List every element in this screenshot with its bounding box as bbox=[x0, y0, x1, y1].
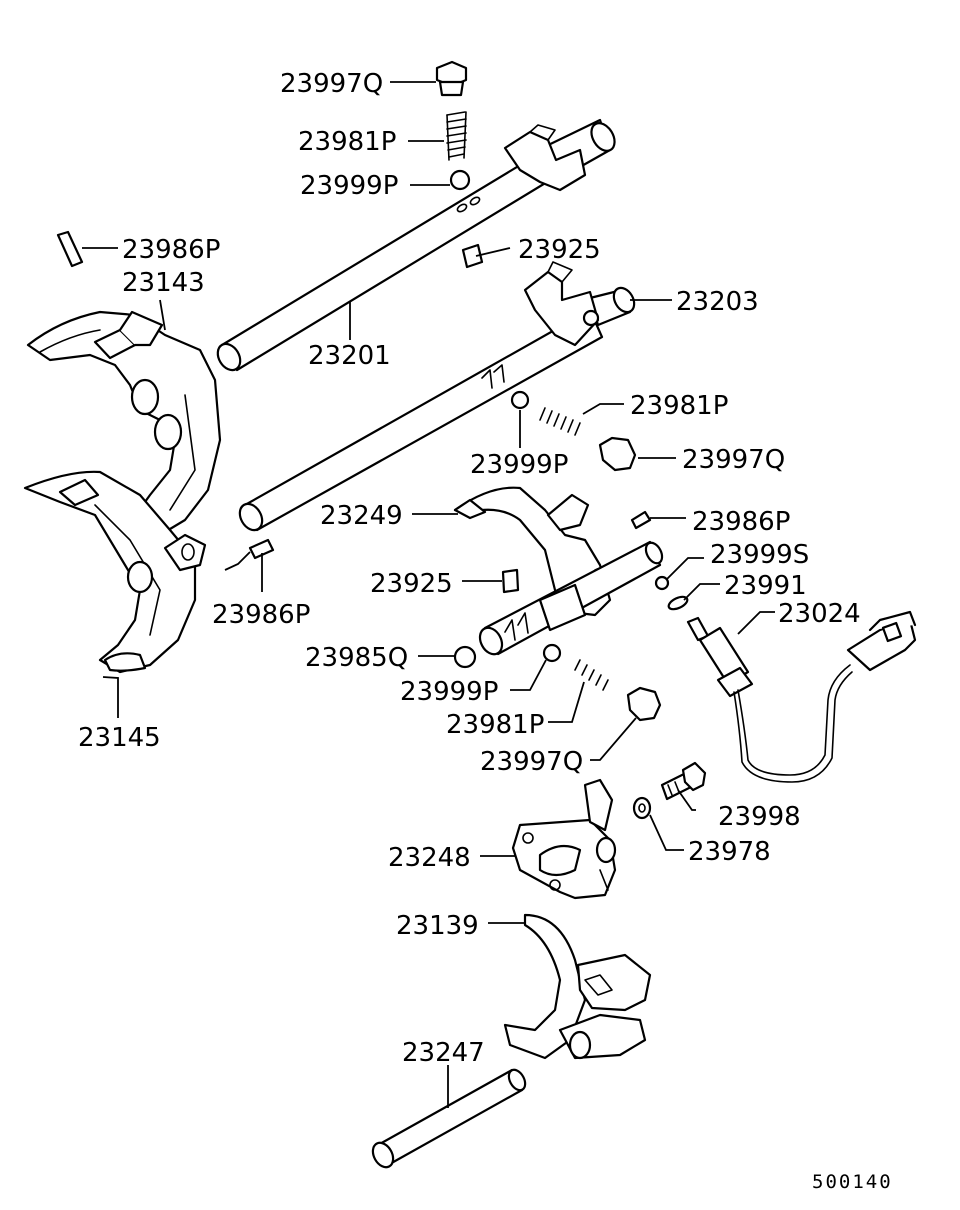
pin-23986p-right bbox=[630, 510, 652, 530]
ball-23999s bbox=[654, 575, 670, 591]
label-23997q-mid: 23997Q bbox=[682, 445, 785, 475]
switch-23024 bbox=[686, 610, 917, 783]
reference-code: 500140 bbox=[812, 1171, 893, 1193]
label-23997q-top: 23997Q bbox=[280, 69, 383, 99]
label-23925-mid: 23925 bbox=[370, 569, 453, 599]
shift-fork-23145 bbox=[23, 470, 275, 674]
label-23139: 23139 bbox=[396, 911, 479, 941]
label-23997q-low: 23997Q bbox=[480, 747, 583, 777]
label-23998: 23998 bbox=[718, 802, 801, 832]
washer-23978 bbox=[632, 796, 652, 820]
ball-23999p-top bbox=[449, 169, 471, 191]
label-23981p-low: 23981P bbox=[446, 710, 544, 740]
label-23985q: 23985Q bbox=[305, 643, 408, 673]
plug-23997q-top bbox=[435, 60, 468, 97]
spring-23981p-low bbox=[574, 659, 609, 691]
rod-23247 bbox=[371, 1068, 527, 1169]
label-23248: 23248 bbox=[388, 843, 471, 873]
pin-23925-mid bbox=[501, 568, 520, 594]
plug-23997q-mid bbox=[598, 436, 637, 472]
label-23145: 23145 bbox=[78, 723, 161, 753]
label-23201: 23201 bbox=[308, 341, 391, 371]
label-23981p-top: 23981P bbox=[298, 127, 396, 157]
part-labels: 23997Q 23981P 23999P 23986P 23143 23925 … bbox=[78, 69, 893, 1193]
spring-23981p-mid bbox=[539, 407, 581, 436]
shift-fork-23139 bbox=[503, 913, 652, 1060]
ball-23999p-mid bbox=[510, 390, 530, 410]
bracket-23248 bbox=[511, 778, 617, 900]
shift-rail-23203 bbox=[238, 261, 636, 532]
label-23203: 23203 bbox=[676, 287, 759, 317]
label-23999s: 23999S bbox=[710, 540, 809, 570]
shift-rod-23249 bbox=[478, 540, 664, 656]
label-23247: 23247 bbox=[402, 1038, 485, 1068]
label-23999p-mid: 23999P bbox=[470, 450, 568, 480]
bolt-23998 bbox=[660, 761, 707, 801]
label-23986p-right: 23986P bbox=[692, 507, 790, 537]
label-23999p-top: 23999P bbox=[300, 171, 398, 201]
plug-23997q-low bbox=[626, 686, 662, 722]
leader-lines bbox=[82, 81, 775, 1108]
label-23249: 23249 bbox=[320, 501, 403, 531]
washer-23991 bbox=[667, 595, 689, 611]
pin-23925-top bbox=[461, 243, 484, 269]
label-23143: 23143 bbox=[122, 268, 205, 298]
shift-rail-23201 bbox=[216, 118, 616, 372]
shift-fork-23143 bbox=[26, 230, 222, 537]
label-23986p-left: 23986P bbox=[212, 600, 310, 630]
oring-23985q bbox=[453, 645, 477, 669]
label-23024: 23024 bbox=[778, 599, 861, 629]
label-23981p-mid: 23981P bbox=[630, 391, 728, 421]
label-23986p-top: 23986P bbox=[122, 235, 220, 265]
label-23999p-low: 23999P bbox=[400, 677, 498, 707]
label-23991: 23991 bbox=[724, 571, 807, 601]
label-23925-top: 23925 bbox=[518, 235, 601, 265]
label-23978: 23978 bbox=[688, 837, 771, 867]
spring-23981p-top bbox=[446, 111, 467, 161]
ball-23999p-low bbox=[542, 643, 562, 663]
